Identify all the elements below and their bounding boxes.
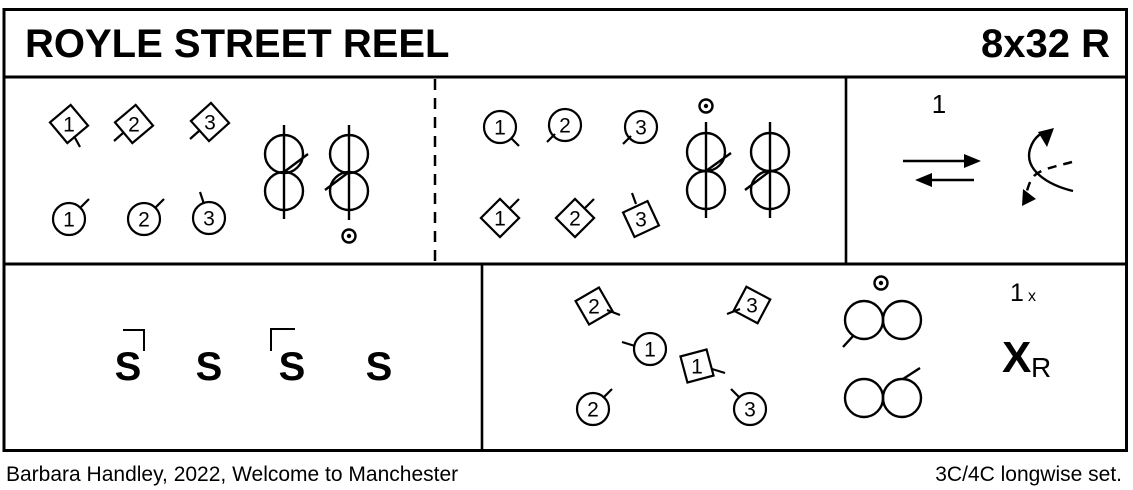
man-symbol: 2 [574, 286, 621, 326]
woman-number: 1 [644, 339, 656, 362]
couple-number-label: 1 [932, 89, 946, 119]
set-type-label: 3C/4C longwise set. [935, 463, 1122, 486]
man-number: 1 [494, 208, 506, 231]
woman-symbol: 1 [51, 198, 90, 237]
start-position-icon [698, 98, 714, 114]
loop-pair-symbol [842, 299, 923, 348]
woman-symbol: 2 [575, 388, 613, 427]
cell-bars-b: 1 2 3 1 2 3 [479, 98, 791, 239]
woman-number: 2 [138, 209, 150, 232]
set-step-label: S [366, 345, 393, 389]
man-number: 3 [746, 295, 758, 318]
repeat-marker-number: 1 [1010, 279, 1024, 307]
figure-eight-symbol [324, 125, 370, 220]
woman-number: 2 [559, 115, 571, 138]
man-number: 2 [128, 114, 140, 137]
woman-number: 1 [494, 117, 506, 140]
start-position-icon [873, 275, 889, 291]
set-step-label: S [196, 345, 223, 389]
man-number: 3 [204, 112, 216, 135]
man-number: 2 [569, 208, 581, 231]
credit-line: Barbara Handley, 2022, Welcome to Manche… [6, 463, 458, 486]
loop-pair-symbol [843, 366, 923, 419]
woman-symbol: 2 [546, 107, 583, 143]
outer-border [2, 8, 1128, 452]
diagram-frame [2, 8, 1128, 452]
cross-letter: X [1002, 333, 1031, 382]
man-symbol: 3 [621, 192, 661, 239]
cell-bars-e: 2 3 1 1 2 3 [574, 275, 1051, 427]
figure-eight-symbol [685, 122, 732, 218]
cross-hand-sub: R [1031, 352, 1051, 383]
man-symbol: 3 [189, 101, 231, 143]
man-symbol: 2 [113, 103, 155, 145]
start-position-icon [341, 228, 357, 244]
man-symbol: 1 [48, 103, 90, 148]
woman-number: 3 [744, 399, 756, 422]
repeat-marker-sub: x [1028, 288, 1036, 305]
cell-bars-a: 1 2 3 1 2 3 [48, 101, 370, 244]
man-number: 1 [63, 114, 75, 137]
woman-symbol: 3 [191, 191, 227, 236]
man-symbol: 2 [554, 197, 596, 239]
man-symbol: 1 [479, 197, 521, 239]
man-symbol: 3 [726, 285, 772, 325]
set-step-label: S [115, 345, 142, 389]
cast-cross-icon [1022, 128, 1074, 206]
cell-bars-c: 1 [903, 89, 1074, 206]
woman-symbol: 3 [622, 109, 659, 145]
man-number: 1 [691, 356, 703, 379]
woman-symbol: 2 [126, 198, 165, 237]
repeat-count: 8x32 R [981, 22, 1110, 66]
woman-number: 3 [635, 117, 647, 140]
corner-bracket-icon [270, 328, 295, 351]
corner-bracket-icon [123, 329, 145, 351]
figure-eight-symbol [263, 125, 309, 219]
woman-symbol: 3 [730, 388, 768, 427]
set-step-label: S [279, 345, 306, 389]
woman-number: 1 [63, 209, 75, 232]
repeat-marker: 1 x [1010, 279, 1036, 307]
change-places-arrows-icon [903, 154, 981, 187]
man-number: 3 [635, 209, 647, 232]
woman-number: 2 [587, 399, 599, 422]
cross-hands-symbol: X R [1002, 333, 1051, 383]
man-number: 2 [588, 296, 600, 319]
dance-title: ROYLE STREET REEL [25, 22, 450, 66]
woman-symbol: 1 [482, 109, 520, 147]
woman-symbol: 1 [621, 331, 668, 367]
woman-number: 3 [203, 208, 215, 231]
man-symbol: 1 [679, 348, 726, 384]
figure-eight-symbol [744, 122, 791, 218]
cell-bars-d: S S S S [115, 328, 393, 389]
